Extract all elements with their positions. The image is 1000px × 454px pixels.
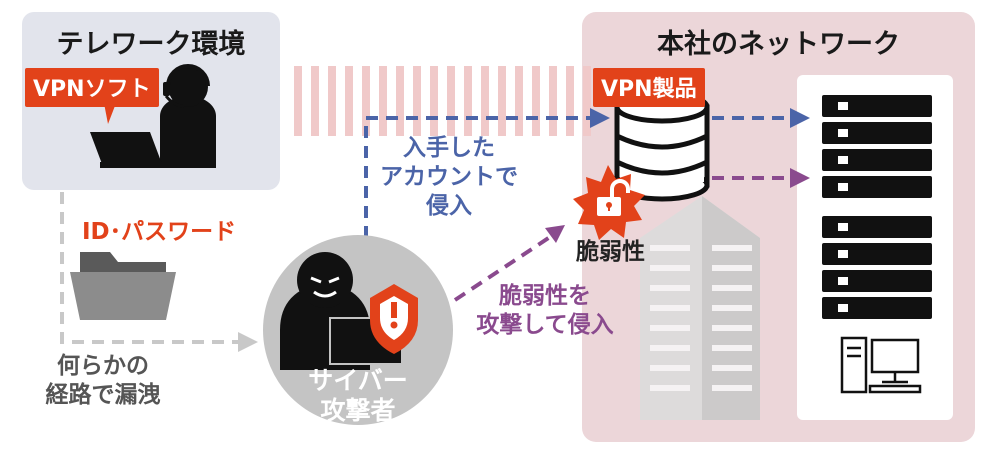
unlocked-padlock-icon	[573, 165, 645, 240]
credentials-label: ID･パスワード	[82, 219, 237, 245]
telework-title: テレワーク環境	[56, 29, 246, 60]
blue-path-label-line3: 侵入	[426, 193, 472, 219]
folder-icon	[70, 252, 176, 320]
leak-label-line2: 経路で漏洩	[45, 382, 161, 408]
vpn-software-tag: VPNソフト	[25, 68, 159, 107]
desktop-pc-icon	[840, 336, 922, 394]
purple-path-label-line1: 脆弱性を	[499, 283, 591, 309]
hq-title: 本社のネットワーク	[657, 29, 900, 60]
blue-path-label-line2: アカウントで	[380, 164, 518, 190]
purple-path	[453, 176, 790, 302]
building-icon	[640, 196, 760, 420]
vpn-product-tag: VPN製品	[593, 68, 705, 107]
attacker-label-line2: 攻撃者	[320, 396, 396, 425]
hooded-hacker-icon	[280, 252, 403, 370]
database-icon	[614, 90, 710, 202]
blue-path	[364, 116, 790, 238]
server-rack-icon	[822, 95, 932, 319]
blue-path-label-line1: 入手した	[403, 135, 495, 161]
attacker-label-line1: サイバー	[308, 366, 408, 395]
headset-user-icon	[160, 64, 216, 168]
warning-shield-icon	[370, 284, 418, 354]
vpn-tunnel	[294, 66, 591, 136]
leak-path-arrowhead	[238, 332, 258, 352]
purple-path-label-line2: 攻撃して侵入	[476, 312, 614, 338]
leak-label-line1: 何らかの	[57, 353, 149, 379]
laptop-icon	[90, 132, 200, 168]
leak-path	[60, 192, 238, 344]
vulnerability-label: 脆弱性	[576, 239, 645, 265]
